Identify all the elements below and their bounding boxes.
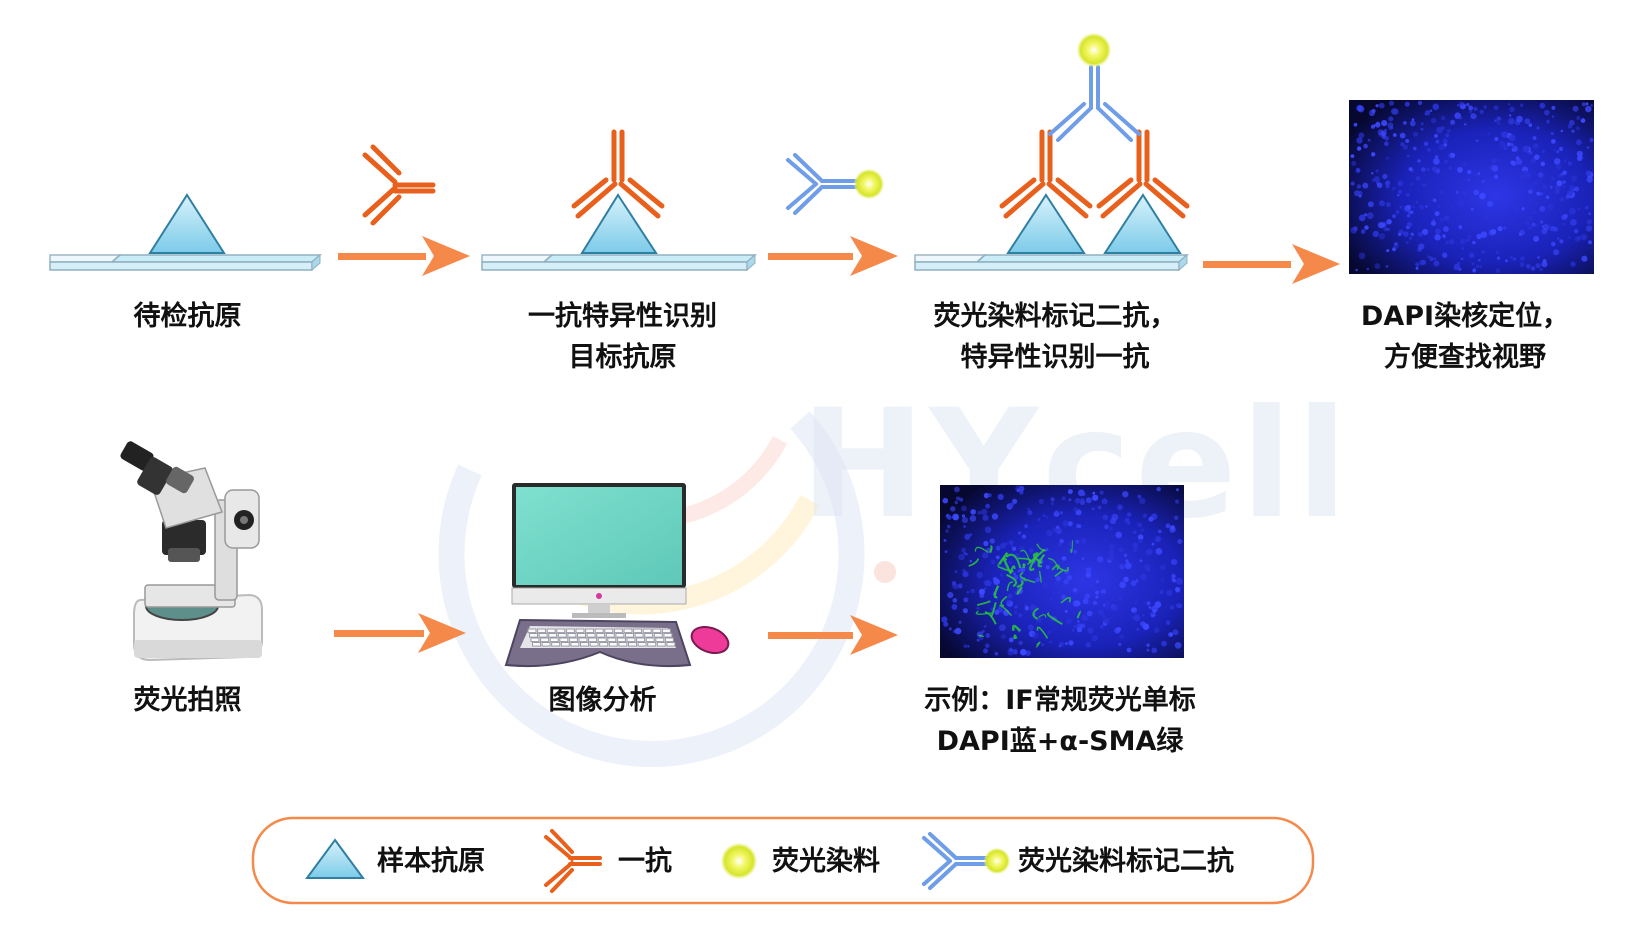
- antigen-triangle-3a: [1006, 193, 1086, 254]
- step-4-label: DAPI染核定位， 方便查找视野: [1345, 296, 1585, 378]
- legend-primary-label: 一抗: [618, 846, 672, 877]
- primary-antibody-floating: [362, 144, 436, 226]
- slide-3: [914, 253, 1189, 272]
- arrow-5: [768, 615, 898, 655]
- legend-antigen-icon: [305, 838, 365, 879]
- antigen-triangle-2: [580, 193, 658, 254]
- step-2-line-2: 目标抗原: [568, 342, 677, 373]
- step-5-label: 荧光拍照: [100, 680, 275, 721]
- legend-secondary-label: 荧光染料标记二抗: [1018, 846, 1234, 877]
- primary-antibody-3b: [1096, 129, 1190, 219]
- dapi-image: [1349, 100, 1594, 274]
- step-4-line-2: 方便查找视野: [1384, 342, 1546, 373]
- step-4-line-1: DAPI染核定位，: [1360, 301, 1570, 332]
- arrow-2: [768, 236, 898, 276]
- antigen-triangle-1: [148, 193, 226, 254]
- step-7-line-1: 示例：IF常规荧光单标: [924, 685, 1196, 716]
- slide-1: [49, 253, 322, 272]
- if-example-image: [940, 485, 1184, 658]
- step-2-label: 一抗特异性识别 目标抗原: [500, 296, 745, 378]
- step-2-line-1: 一抗特异性识别: [528, 301, 717, 332]
- legend-secondary-icon: [922, 832, 1010, 890]
- step-1-label: 待检抗原: [100, 296, 275, 337]
- step-7-label: 示例：IF常规荧光单标 DAPI蓝+α-SMA绿: [895, 680, 1225, 762]
- step-5-line-1: 荧光拍照: [133, 685, 242, 716]
- antigen-triangle-3b: [1103, 193, 1182, 254]
- step-3-line-2: 特异性识别一抗: [960, 342, 1150, 373]
- microscope-illustration: [120, 441, 263, 662]
- arrow-4: [334, 613, 466, 653]
- computer-illustration: [504, 483, 730, 668]
- step-3-line-1: 荧光染料标记二抗，: [933, 301, 1177, 332]
- secondary-antibody-floating: [786, 153, 884, 215]
- step-7-line-2: DAPI蓝+α-SMA绿: [936, 726, 1184, 757]
- legend-antigen-label: 样本抗原: [377, 846, 485, 877]
- step-6-line-1: 图像分析: [548, 685, 657, 716]
- arrow-1: [338, 236, 470, 276]
- legend-primary-icon: [544, 829, 602, 893]
- legend-box: [251, 816, 1315, 905]
- slide-2: [481, 253, 757, 272]
- step-1-line-1: 待检抗原: [133, 301, 242, 332]
- primary-antibody-3a: [999, 129, 1093, 219]
- arrow-3: [1203, 244, 1340, 284]
- secondary-antibody-bound: [1048, 33, 1141, 142]
- legend-dye-label: 荧光染料: [772, 846, 880, 877]
- legend-dye-icon: [721, 843, 757, 879]
- primary-antibody-bound: [571, 129, 665, 219]
- step-6-label: 图像分析: [515, 680, 690, 721]
- step-3-label: 荧光染料标记二抗， 特异性识别一抗: [905, 296, 1205, 378]
